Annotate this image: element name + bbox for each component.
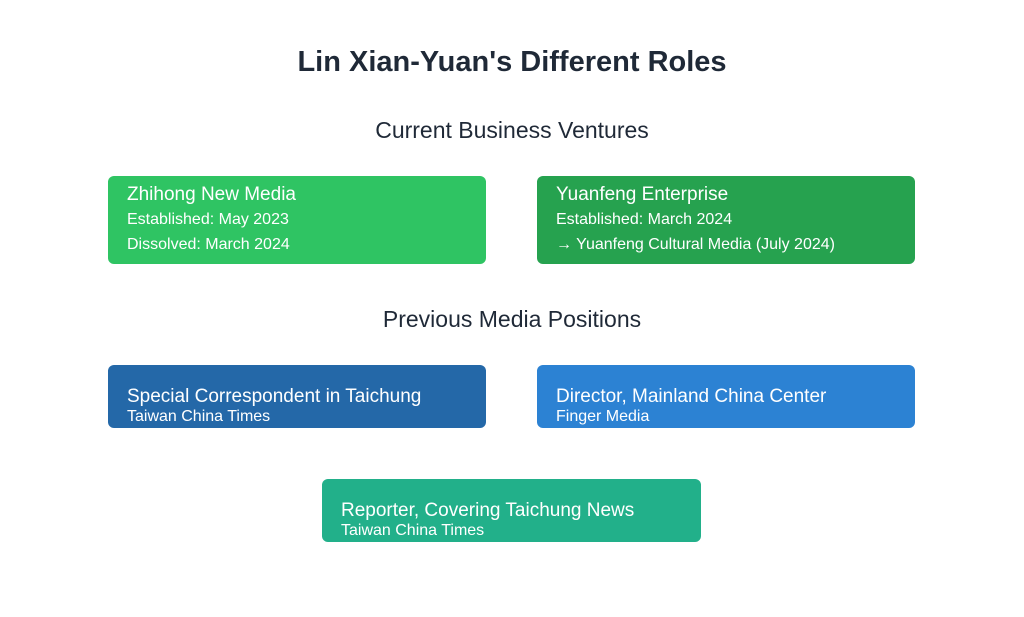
business-established: Established: May 2023: [127, 211, 289, 228]
business-name: Zhihong New Media: [127, 184, 296, 205]
media-role: Director, Mainland China Center: [556, 386, 827, 407]
business-renamed: → Yuanfeng Cultural Media (July 2024): [556, 236, 835, 253]
business-name: Yuanfeng Enterprise: [556, 184, 729, 205]
business-card-zhihong: Zhihong New Media Established: May 2023 …: [108, 176, 486, 264]
media-card-director: Director, Mainland China Center Finger M…: [537, 365, 915, 428]
media-organization: Taiwan China Times: [341, 522, 485, 539]
page-title: Lin Xian-Yuan's Different Roles: [297, 46, 727, 78]
media-role: Special Correspondent in Taichung: [127, 386, 422, 407]
section-heading-business: Current Business Ventures: [375, 117, 649, 143]
media-card-special-correspondent: Special Correspondent in Taichung Taiwan…: [108, 365, 486, 428]
section-heading-media: Previous Media Positions: [382, 306, 642, 332]
business-dissolved: Dissolved: March 2024: [127, 236, 290, 253]
media-role: Reporter, Covering Taichung News: [341, 500, 635, 521]
media-card-reporter: Reporter, Covering Taichung News Taiwan …: [322, 479, 701, 542]
business-card-yuanfeng: Yuanfeng Enterprise Established: March 2…: [537, 176, 915, 264]
media-organization: Taiwan China Times: [127, 408, 271, 425]
business-established: Established: March 2024: [556, 211, 733, 228]
media-organization: Finger Media: [556, 408, 650, 425]
